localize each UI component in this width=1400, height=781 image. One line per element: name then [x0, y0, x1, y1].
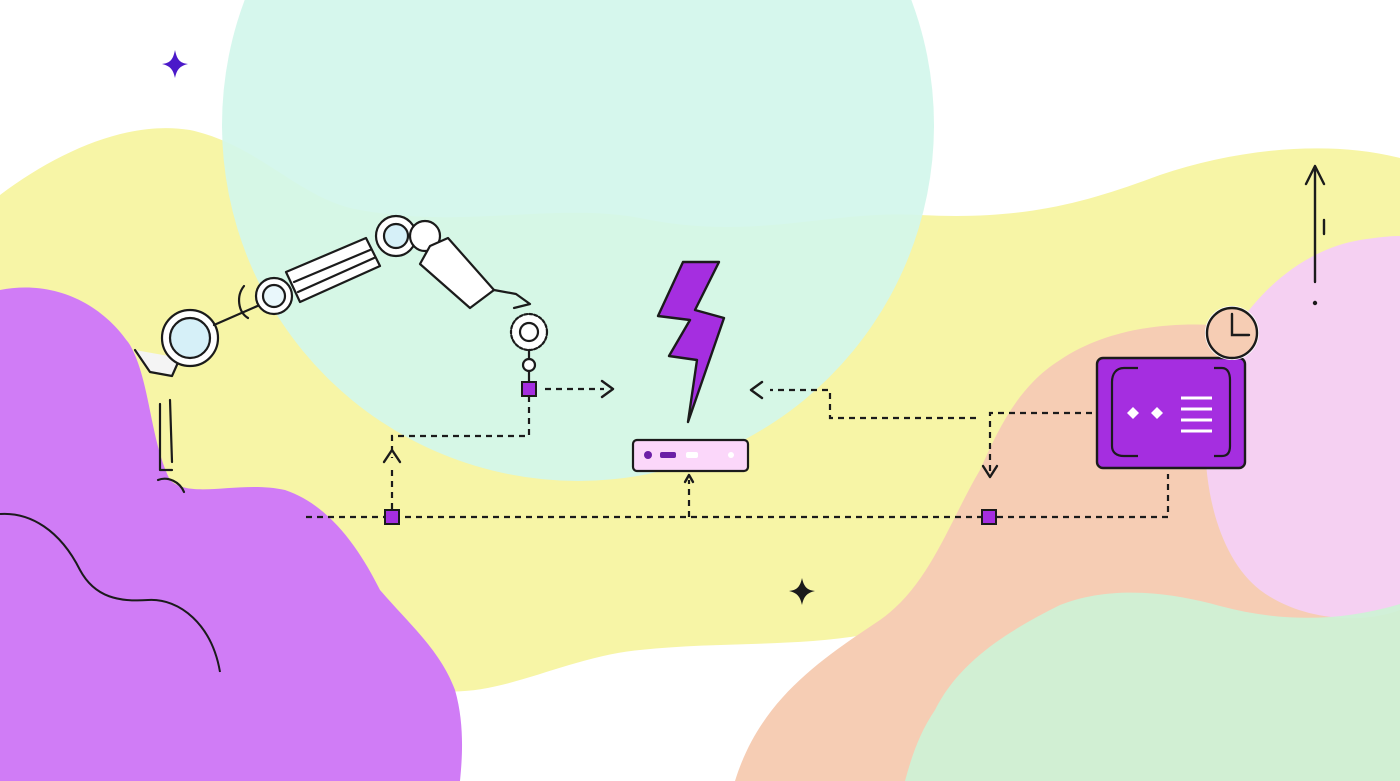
purple-blob [0, 287, 463, 781]
device-indicator [686, 452, 698, 458]
mint-circle [222, 0, 934, 481]
clock-icon [1205, 306, 1259, 360]
node [981, 509, 997, 525]
robot-arm-icon [133, 214, 549, 494]
up-arrow-icon [1304, 164, 1326, 306]
arrow-left-icon [749, 380, 764, 400]
green-blob [905, 592, 1400, 781]
list-lines-icon [1181, 396, 1212, 433]
arrow-up-icon [683, 473, 695, 484]
sparkle-icon [789, 578, 815, 605]
device-status-icon [644, 451, 652, 459]
arrow-right-icon [600, 379, 615, 399]
diamond-icon [1151, 407, 1163, 419]
lightning-bolt-icon [656, 260, 726, 424]
sparkle-icon [162, 50, 188, 78]
arrow-up-icon [382, 448, 402, 464]
diamond-icon [1127, 407, 1139, 419]
schedule-panel [1095, 356, 1247, 470]
device-light-icon [728, 452, 734, 458]
arrow-down-icon [981, 464, 999, 479]
node [384, 509, 400, 525]
node [521, 381, 537, 397]
connection-arrowheads [382, 379, 999, 484]
connector-nodes [384, 381, 997, 525]
device-indicator [660, 452, 676, 458]
purple-blob-contour [0, 512, 221, 673]
connection-lines [306, 387, 1170, 519]
device-box [631, 438, 750, 473]
